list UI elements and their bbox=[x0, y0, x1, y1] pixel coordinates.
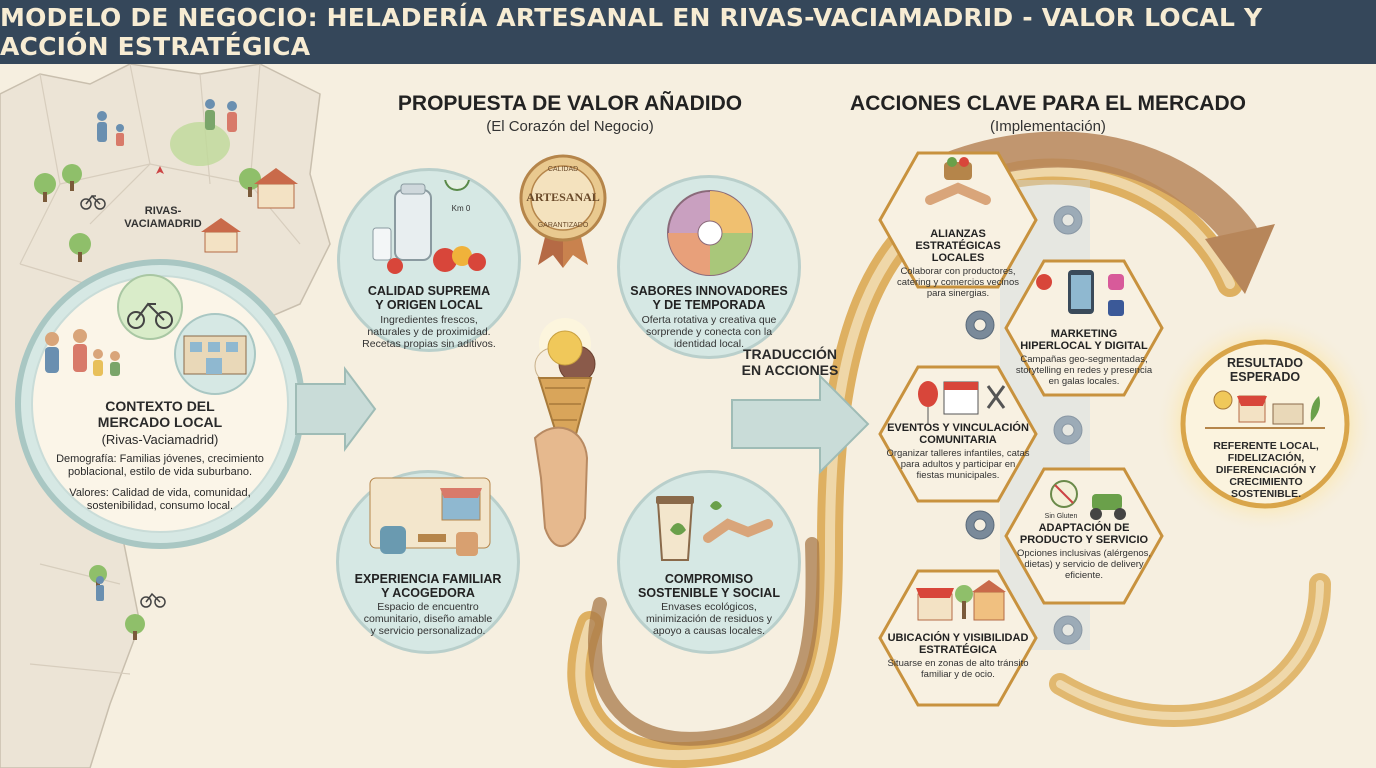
hex-marketing-title-line2: HIPERLOCAL Y DIGITAL bbox=[1020, 340, 1148, 352]
ice-cream-cone-icon bbox=[533, 318, 596, 548]
badge-arc-bottom: GARANTIZADO bbox=[537, 222, 589, 229]
background-graphics bbox=[0, 64, 1375, 768]
value-flavors-text: Oferta rotativa y creativa que sorprende… bbox=[641, 314, 777, 350]
value-bubble-sustainable bbox=[617, 470, 801, 654]
value-experience-title-line1: EXPERIENCIA FAMILIAR bbox=[354, 572, 502, 586]
translation-label: TRADUCCIÓN EN ACCIONES bbox=[740, 346, 840, 378]
result-arrow-head bbox=[1205, 224, 1275, 294]
value-quality-text: Ingredientes frescos, naturales y de pro… bbox=[362, 314, 496, 350]
milk-fruit-icon bbox=[372, 180, 486, 274]
hex-marketing-title-line1: MARKETING bbox=[1050, 328, 1118, 340]
eco-cup-handshake-icon bbox=[656, 496, 773, 561]
value-sustainable-title-line1: COMPROMISO bbox=[664, 572, 754, 586]
hex-adaptation-text: Opciones inclusivas (alérgenos, dietas) … bbox=[1016, 548, 1152, 581]
hex-adaptation bbox=[1004, 467, 1164, 605]
actions-section-subtitle: (Implementación) bbox=[990, 118, 1106, 135]
result-title-line1: RESULTADO bbox=[1227, 356, 1303, 370]
title-bar: MODELO DE NEGOCIO: HELADERÍA ARTESANAL E… bbox=[0, 0, 1376, 64]
context-card: CONTEXTO DEL MERCADO LOCAL (Rivas-Vaciam… bbox=[55, 398, 265, 513]
hex-events-text: Organizar talleres infantiles, catas par… bbox=[886, 448, 1030, 481]
hex-alliances-text: Colaborar con productores, catering y co… bbox=[897, 266, 1019, 299]
result-title: RESULTADO ESPERADO bbox=[1200, 356, 1330, 384]
map-bike-icon bbox=[80, 194, 166, 608]
shop-location-icon bbox=[916, 580, 1006, 621]
context-demografia: Demografía: Familias jóvenes, crecimient… bbox=[56, 453, 264, 478]
value-flavors-title-line1: SABORES INNOVADORES bbox=[630, 284, 788, 298]
translation-line2: EN ACCIONES bbox=[741, 362, 839, 378]
value-sustainable-title: COMPROMISO SOSTENIBLE Y SOCIAL bbox=[627, 572, 791, 600]
hex-location-title-line1: UBICACIÓN Y VISIBILIDAD bbox=[887, 632, 1029, 644]
context-family-icon bbox=[45, 329, 120, 376]
value-sustainable-text: Envases ecológicos, minimización de resi… bbox=[645, 601, 773, 637]
value-quality-title-line2: Y ORIGEN LOCAL bbox=[375, 298, 483, 312]
hex-adaptation-title-line2: PRODUCTO Y SERVICIO bbox=[1019, 534, 1149, 546]
value-flavors-title: SABORES INNOVADORES Y DE TEMPORADA bbox=[625, 284, 793, 312]
hex-adaptation-title-line1: ADAPTACIÓN DE bbox=[1038, 522, 1130, 534]
value-quality-title-line1: CALIDAD SUPREMA bbox=[367, 284, 491, 298]
gluten-free-delivery-icon bbox=[1050, 480, 1126, 520]
map-pin-icon bbox=[156, 166, 164, 174]
context-title-line1: CONTEXTO DEL bbox=[105, 398, 215, 414]
hex-location-text: Situarse en zonas de alto tránsito famil… bbox=[887, 658, 1029, 680]
context-building-icon bbox=[174, 313, 256, 395]
community-growth-icon bbox=[1205, 390, 1325, 429]
map-family-icon bbox=[96, 99, 237, 601]
hex-location bbox=[878, 569, 1038, 707]
actions-section-title: ACCIONES CLAVE PARA EL MERCADO bbox=[850, 92, 1246, 115]
value-section-subtitle: (El Corazón del Negocio) bbox=[486, 118, 654, 135]
gluten-tag: Sin Gluten bbox=[1044, 513, 1078, 520]
hex-marketing bbox=[1004, 259, 1164, 397]
map-city-label-line2: VACIAMADRID bbox=[124, 218, 202, 230]
translation-arrow bbox=[731, 373, 870, 475]
context-valores: Valores: Calidad de vida, comunidad, sos… bbox=[69, 487, 251, 512]
result-title-line2: ESPERADO bbox=[1229, 370, 1301, 384]
hex-events bbox=[878, 365, 1038, 503]
value-experience-title-line2: Y ACOGEDORA bbox=[381, 586, 475, 600]
value-section-title: PROPUESTA DE VALOR AÑADIDO bbox=[397, 92, 743, 115]
handshake-basket-icon bbox=[925, 157, 991, 205]
hex-location-title-line2: ESTRATÉGICA bbox=[918, 644, 998, 656]
badge-arc-top: CALIDAD bbox=[547, 166, 579, 173]
context-arrow bbox=[295, 366, 377, 452]
translation-line1: TRADUCCIÓN bbox=[742, 346, 838, 362]
hex-events-title-line1: EVENTOS Y VINCULACIÓN bbox=[887, 422, 1029, 434]
value-experience-text: Espacio de encuentro comunitario, diseño… bbox=[363, 601, 493, 637]
hex-alliances-title-line1: ALIANZAS bbox=[930, 228, 986, 240]
value-quality-title: CALIDAD SUPREMA Y ORIGEN LOCAL bbox=[350, 284, 508, 312]
map-city-label: RIVAS- VACIAMADRID bbox=[118, 205, 208, 231]
family-cafe-icon bbox=[369, 477, 491, 556]
flavor-wheel-icon bbox=[667, 190, 753, 276]
badge-label: ARTESANAL bbox=[526, 190, 600, 204]
result-circle bbox=[1180, 339, 1350, 509]
page-title: MODELO DE NEGOCIO: HELADERÍA ARTESANAL E… bbox=[0, 3, 1263, 61]
hex-marketing-text: Campañas geo-segmentadas, storytelling e… bbox=[1015, 354, 1153, 387]
value-sustainable-title-line2: SOSTENIBLE Y SOCIAL bbox=[638, 586, 780, 600]
map-city-label-line1: RIVAS- bbox=[144, 205, 182, 217]
hex-alliances bbox=[878, 151, 1038, 289]
hex-events-title-line2: COMUNITARIA bbox=[919, 434, 997, 446]
phone-social-icon bbox=[1036, 270, 1124, 316]
artesanal-badge-icon bbox=[519, 154, 607, 268]
context-subtitle: (Rivas-Vaciamadrid) bbox=[101, 432, 219, 447]
value-experience-title: EXPERIENCIA FAMILIAR Y ACOGEDORA bbox=[346, 572, 510, 600]
value-flavors-title-line2: Y DE TEMPORADA bbox=[652, 298, 766, 312]
context-title-line2: MERCADO LOCAL bbox=[97, 414, 223, 430]
hex-alliances-title-line2: ESTRATÉGICAS LOCALES bbox=[915, 240, 1001, 264]
result-text: REFERENTE LOCAL, FIDELIZACIÓN, DIFERENCI… bbox=[1213, 440, 1319, 500]
km-tag: Km 0 bbox=[451, 204, 471, 213]
balloon-calendar-icon bbox=[918, 381, 1006, 424]
map-house-icon bbox=[201, 168, 298, 253]
